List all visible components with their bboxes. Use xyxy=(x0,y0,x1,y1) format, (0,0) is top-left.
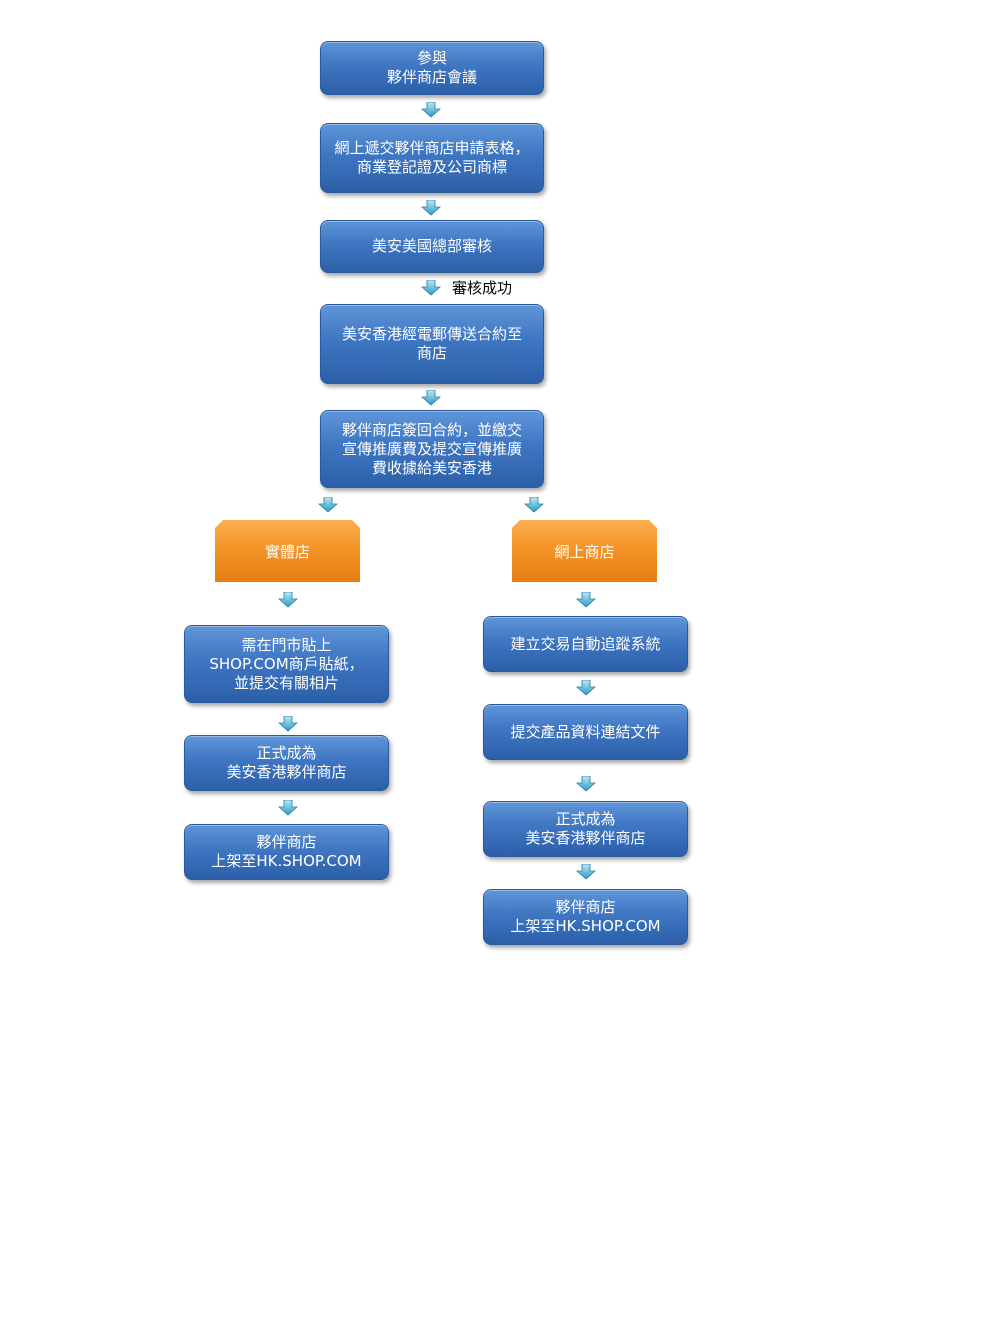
step-physical-become-line2: 美安香港夥伴商店 xyxy=(226,763,347,781)
step-online-become-line2: 美安香港夥伴商店 xyxy=(525,829,646,847)
step-hq-review: 美安美國總部審核 xyxy=(320,220,544,273)
arrow-down-icon xyxy=(524,497,544,513)
step-sticker-line1: 需在門市貼上 xyxy=(241,635,332,654)
step-physical-become-partner: 正式成為 美安香港夥伴商店 xyxy=(184,735,389,791)
branch-online-title: 網上商店 xyxy=(554,542,615,561)
step-join-meeting: 參與 夥伴商店會議 xyxy=(320,41,544,95)
arrow-down-icon xyxy=(278,592,298,608)
arrow-down-icon xyxy=(576,680,596,696)
step-online-listed-line1: 夥伴商店 xyxy=(555,898,616,916)
arrow-down-icon xyxy=(278,800,298,816)
step-review-line1: 美安美國總部審核 xyxy=(371,237,492,255)
step-submit-application: 網上遞交夥伴商店申請表格， 商業登記證及公司商標 xyxy=(320,123,544,193)
step-sign-line1: 夥伴商店簽回合約，並繳交 xyxy=(341,420,522,439)
step-online-tracking: 建立交易自動追蹤系統 xyxy=(483,616,688,672)
step-contract-line1: 美安香港經電郵傳送合約至 xyxy=(341,325,522,343)
step-online-listed-line2: 上架至HK.SHOP.COM xyxy=(510,917,661,935)
arrow-down-icon xyxy=(576,592,596,608)
step-physical-sticker: 需在門市貼上 SHOP.COM商戶貼紙， 並提交有關相片 xyxy=(184,625,389,703)
step-docs-line1: 提交產品資料連結文件 xyxy=(510,722,661,741)
arrow-down-icon xyxy=(576,776,596,792)
arrow-down-icon xyxy=(421,390,441,406)
step-sign-line2: 宣傳推廣費及提交宣傳推廣 xyxy=(341,439,522,458)
branch-physical-store: 實體店 xyxy=(215,520,360,582)
branch-physical-title: 實體店 xyxy=(264,542,310,561)
arrow-down-icon xyxy=(421,102,441,118)
step-physical-listed: 夥伴商店 上架至HK.SHOP.COM xyxy=(184,824,389,880)
step-tracking-line1: 建立交易自動追蹤系統 xyxy=(510,634,661,653)
review-success-label: 審核成功 xyxy=(452,279,513,297)
step-submit-line2: 商業登記證及公司商標 xyxy=(356,158,507,176)
step-sign-line3: 費收據給美安香港 xyxy=(371,458,492,477)
step-send-contract: 美安香港經電郵傳送合約至 商店 xyxy=(320,304,544,384)
branch-online-store: 網上商店 xyxy=(512,520,657,582)
step-online-docs: 提交產品資料連結文件 xyxy=(483,704,688,760)
step-join-line2: 夥伴商店會議 xyxy=(386,68,477,86)
step-submit-line1: 網上遞交夥伴商店申請表格， xyxy=(334,139,530,157)
step-sticker-line3: 並提交有關相片 xyxy=(233,673,339,692)
step-join-line1: 參與 xyxy=(416,49,447,67)
step-online-become-partner: 正式成為 美安香港夥伴商店 xyxy=(483,801,688,857)
arrow-down-icon xyxy=(318,497,338,513)
step-physical-become-line1: 正式成為 xyxy=(256,744,317,762)
step-online-listed: 夥伴商店 上架至HK.SHOP.COM xyxy=(483,889,688,945)
arrow-down-icon xyxy=(421,280,441,296)
step-sign-contract: 夥伴商店簽回合約，並繳交 宣傳推廣費及提交宣傳推廣 費收據給美安香港 xyxy=(320,410,544,488)
arrow-down-icon xyxy=(278,716,298,732)
step-sticker-line2: SHOP.COM商戶貼紙， xyxy=(209,654,364,673)
arrow-down-icon xyxy=(421,200,441,216)
step-online-become-line1: 正式成為 xyxy=(555,810,616,828)
arrow-down-icon xyxy=(576,864,596,880)
step-physical-listed-line1: 夥伴商店 xyxy=(256,833,317,851)
step-physical-listed-line2: 上架至HK.SHOP.COM xyxy=(211,852,362,870)
step-contract-line2: 商店 xyxy=(416,344,447,362)
